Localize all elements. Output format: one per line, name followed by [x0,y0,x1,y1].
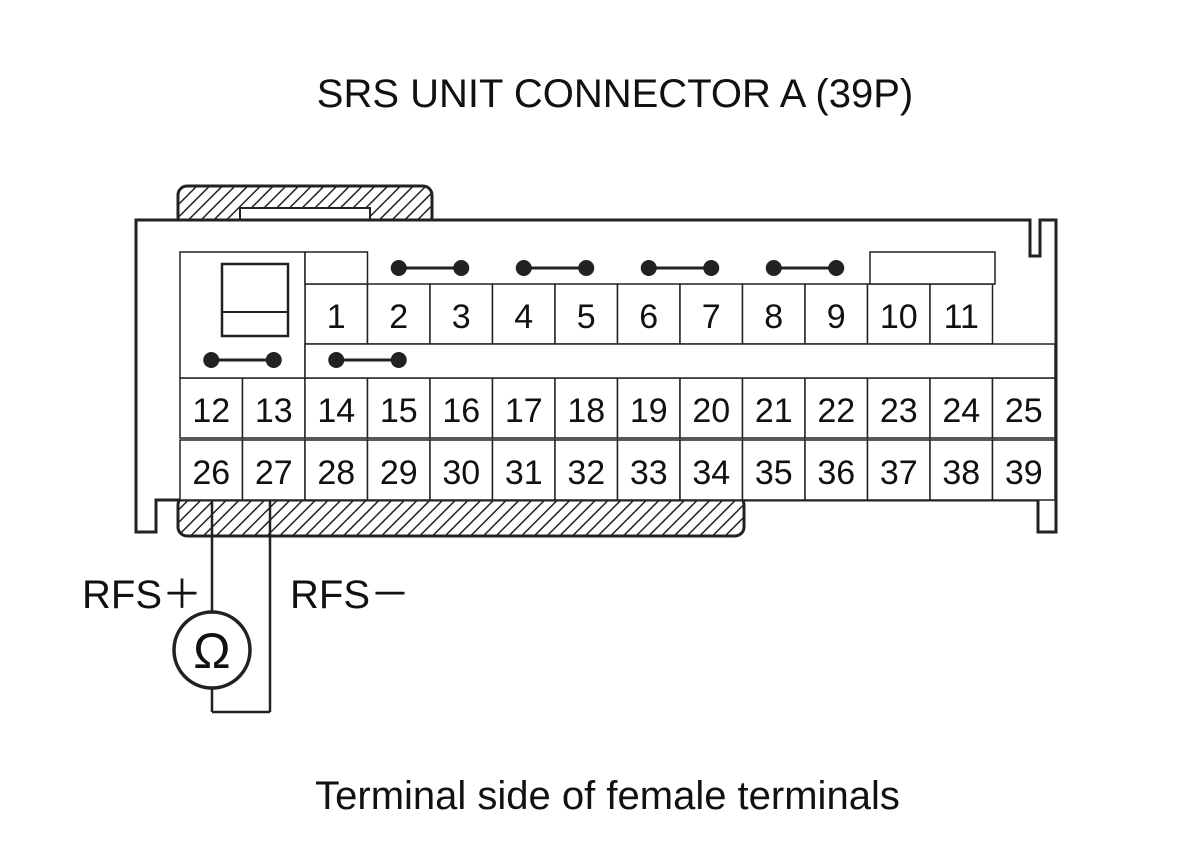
diagram-caption: Terminal side of female terminals [315,774,900,818]
terminal-row-3: 26 27 28 29 30 31 32 33 34 35 36 37 38 39 [179,439,1056,501]
terminal-cavity-15 [366,377,431,439]
shorting-bar-8-9 [765,260,845,276]
rfs-plus-label: RFS＋ [82,573,202,617]
terminal-cavity-14 [304,377,369,439]
terminal-number-19: 19 [630,392,668,430]
terminal-cavity-24 [929,377,994,439]
terminal-cavity-31 [491,439,556,501]
terminal-cavity-8 [741,283,806,345]
ohmmeter-icon [172,610,252,690]
terminal-number-1: 1 [327,298,346,336]
blank-cavity-top [304,251,369,285]
shorting-bar-14-15 [328,352,407,368]
shorting-bar-4-5 [515,260,595,276]
terminal-number-31: 31 [505,454,543,492]
terminal-cavity-16 [429,377,494,439]
terminal-number-24: 24 [942,392,980,430]
diagram-title: SRS UNIT CONNECTOR A (39P) [316,72,914,116]
terminal-number-30: 30 [442,454,480,492]
terminal-number-26: 26 [192,454,230,492]
terminal-number-32: 32 [567,454,605,492]
terminal-number-18: 18 [567,392,605,430]
terminal-cavity-22 [804,377,869,439]
blank-cavity-strip [304,343,1056,379]
terminal-cavity-39 [991,439,1056,501]
terminal-cavity-37 [866,439,931,501]
terminal-cavity-17 [491,377,556,439]
terminal-number-11: 11 [944,298,979,336]
terminal-number-38: 38 [942,454,980,492]
terminal-cavity-35 [741,439,806,501]
terminal-number-12: 12 [192,392,230,430]
terminal-number-29: 29 [380,454,418,492]
terminal-number-34: 34 [692,454,730,492]
terminal-number-6: 6 [639,298,658,336]
ohmmeter-wiring [210,500,272,714]
terminal-number-15: 15 [380,392,418,430]
terminal-cavity-13 [241,377,306,439]
terminal-number-9: 9 [827,298,846,336]
bottom-lock [176,494,746,538]
terminal-number-35: 35 [755,454,793,492]
terminal-number-14: 14 [317,392,355,430]
terminal-cavity-6 [616,283,681,345]
ohm-symbol: Ω [193,623,230,679]
terminal-cavity-36 [804,439,869,501]
terminal-cavity-33 [616,439,681,501]
terminal-number-13: 13 [255,392,293,430]
keying-window [220,262,290,338]
rfs-minus-label: RFS－ [290,573,410,617]
terminal-number-4: 4 [514,298,533,336]
terminal-number-17: 17 [505,392,543,430]
blank-cavity-top-right [869,251,996,285]
terminal-number-33: 33 [630,454,668,492]
terminal-number-37: 37 [880,454,918,492]
shorting-bar-12-13 [203,352,282,368]
terminal-number-27: 27 [255,454,293,492]
terminal-cavity-11 [929,283,994,345]
terminal-number-25: 25 [1005,392,1043,430]
top-lock [176,184,434,228]
terminal-cavity-7 [679,283,744,345]
terminal-cavity-27 [241,439,306,501]
terminal-number-2: 2 [389,298,408,336]
terminal-cavity-28 [304,439,369,501]
terminal-cavity-1 [304,283,369,345]
terminal-number-5: 5 [577,298,596,336]
terminal-cavity-20 [679,377,744,439]
terminal-row-1: 1 2 3 4 5 6 7 8 9 10 11 [304,283,994,345]
terminal-number-28: 28 [317,454,355,492]
shorting-bar-6-7 [640,260,720,276]
terminal-number-7: 7 [702,298,721,336]
terminal-cavity-29 [366,439,431,501]
shorting-bars [203,260,845,368]
terminal-number-23: 23 [880,392,918,430]
terminal-number-8: 8 [764,298,783,336]
shorting-bar-2-3 [390,260,470,276]
terminal-row-2: 12 13 14 15 16 17 18 19 20 21 22 23 24 25 [179,377,1056,439]
terminal-number-20: 20 [692,392,730,430]
terminal-number-3: 3 [452,298,471,336]
terminal-number-16: 16 [442,392,480,430]
terminal-number-36: 36 [817,454,855,492]
terminal-cavity-10 [866,283,931,345]
blank-cavities [179,251,1056,379]
terminal-number-10: 10 [880,298,918,336]
terminal-number-21: 21 [755,392,793,430]
terminal-number-22: 22 [817,392,855,430]
terminal-number-39: 39 [1005,454,1043,492]
